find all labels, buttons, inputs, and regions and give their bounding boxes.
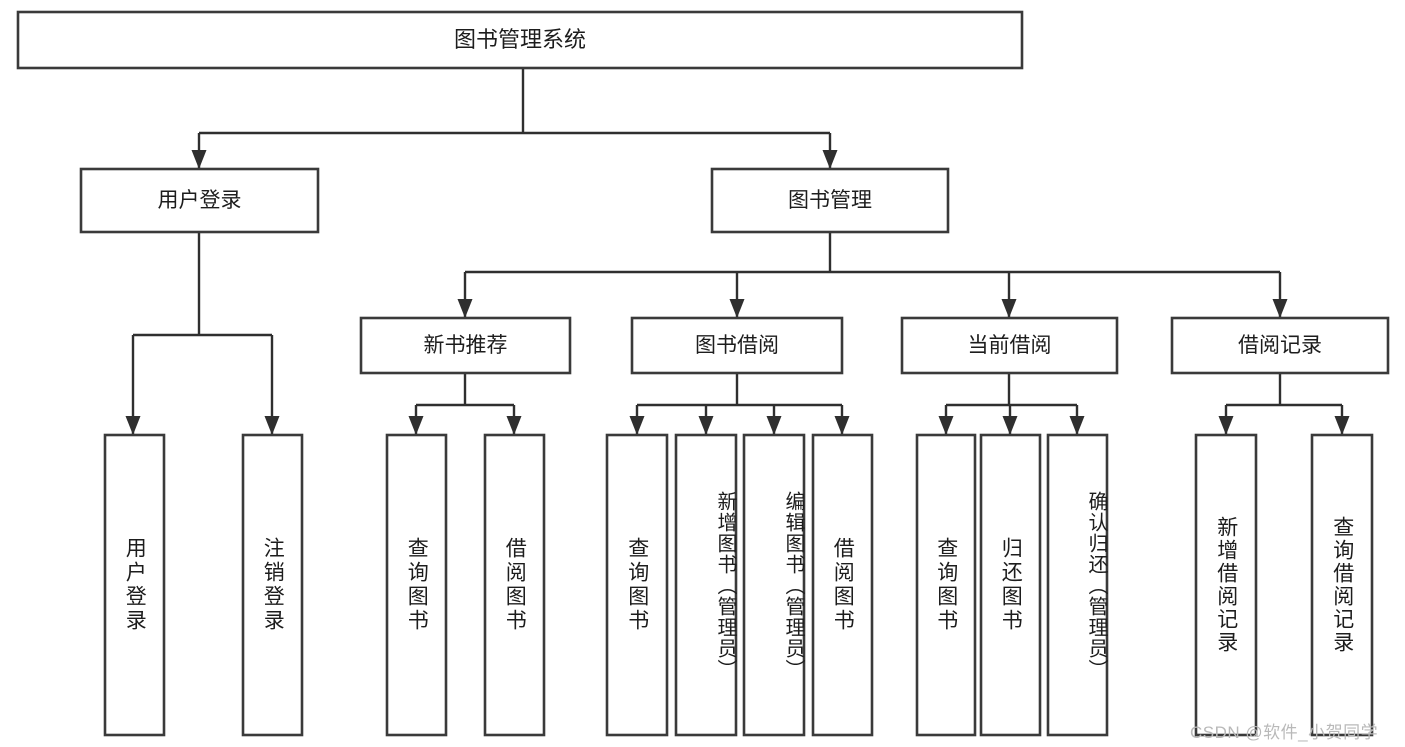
arrow-head-icon xyxy=(1002,416,1018,435)
root-node-box[interactable] xyxy=(16,10,1024,70)
level3-node-label-2: 当前借阅 xyxy=(968,334,1052,357)
level3-node-label-1: 图书借阅 xyxy=(695,334,779,357)
level3-node-label-0: 新书推荐 xyxy=(424,334,508,357)
arrow-head-icon xyxy=(1001,299,1017,318)
arrow-head-icon xyxy=(1272,299,1288,318)
level3-node-box-2[interactable] xyxy=(900,316,1119,375)
csdn-watermark: CSDN @软件_小贺同学 xyxy=(1190,723,1379,742)
arrow-head-icon xyxy=(125,416,141,435)
arrow-head-icon xyxy=(938,416,954,435)
arrow-head-icon xyxy=(834,416,850,435)
level2-node-label-1: 图书管理 xyxy=(788,189,872,212)
leaf-node-box-5[interactable] xyxy=(674,433,738,737)
arrow-head-icon xyxy=(766,416,782,435)
arrow-head-icon xyxy=(629,416,645,435)
arrow-head-icon xyxy=(191,150,207,169)
level3-node-box-1[interactable] xyxy=(630,316,844,375)
arrow-head-icon xyxy=(729,299,745,318)
connector-lines-group xyxy=(125,68,1350,435)
level2-node-box-1[interactable] xyxy=(710,167,950,234)
arrow-head-icon xyxy=(457,299,473,318)
arrow-head-icon xyxy=(408,416,424,435)
leaf-node-box-12[interactable] xyxy=(1310,433,1374,737)
leaf-node-box-4[interactable] xyxy=(605,433,669,737)
arrow-head-icon xyxy=(698,416,714,435)
leaf-node-box-0[interactable] xyxy=(103,433,166,737)
node-boxes-group xyxy=(16,10,1390,737)
level3-node-box-3[interactable] xyxy=(1170,316,1390,375)
arrow-head-icon xyxy=(1069,416,1085,435)
level2-node-box-0[interactable] xyxy=(79,167,320,234)
level3-node-box-0[interactable] xyxy=(359,316,572,375)
leaf-node-box-6[interactable] xyxy=(742,433,806,737)
arrow-head-icon xyxy=(506,416,522,435)
leaf-node-box-7[interactable] xyxy=(811,433,874,737)
leaf-node-box-11[interactable] xyxy=(1194,433,1258,737)
leaf-node-box-9[interactable] xyxy=(979,433,1042,737)
arrow-head-icon xyxy=(1218,416,1234,435)
leaf-node-box-8[interactable] xyxy=(915,433,977,737)
root-node-label: 图书管理系统 xyxy=(454,27,586,52)
level2-node-label-0: 用户登录 xyxy=(158,189,242,212)
leaf-node-box-3[interactable] xyxy=(483,433,546,737)
arrow-head-icon xyxy=(264,416,280,435)
leaf-node-box-10[interactable] xyxy=(1046,433,1109,737)
leaf-node-box-1[interactable] xyxy=(241,433,304,737)
arrow-head-icon xyxy=(1334,416,1350,435)
leaf-node-box-2[interactable] xyxy=(385,433,448,737)
arrow-head-icon xyxy=(822,150,838,169)
level3-node-label-3: 借阅记录 xyxy=(1238,334,1322,357)
